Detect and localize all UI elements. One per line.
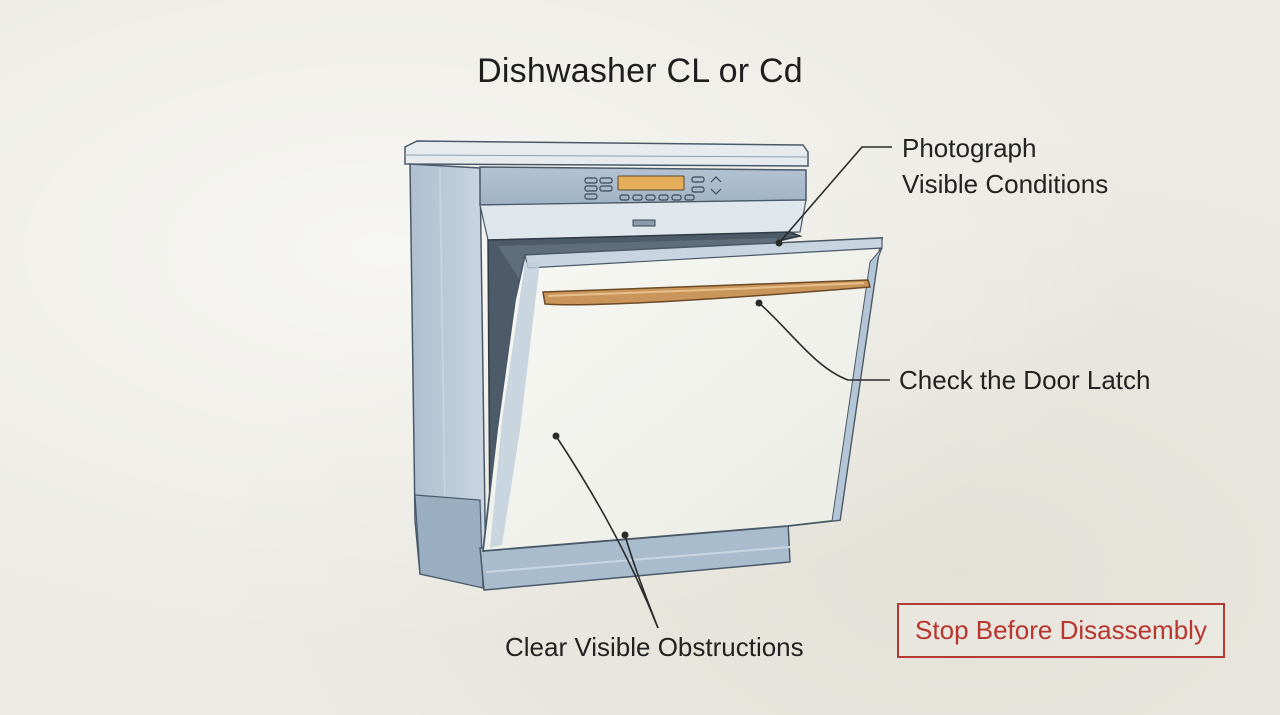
callout-line-door-latch: [758, 302, 890, 381]
callout-lines: [555, 146, 892, 629]
callout-photograph-label: Photograph Visible Conditions: [902, 130, 1108, 202]
callout-line-clear-obstructions: [555, 435, 659, 629]
callout-dot-door-center: [552, 432, 560, 440]
stop-warning-box: Stop Before Disassembly: [897, 603, 1225, 658]
callout-dot-photograph: [775, 239, 783, 247]
callout-door-latch-label: Check the Door Latch: [899, 365, 1151, 395]
callout-line-photograph: [778, 146, 892, 244]
callout-dot-kick-plate: [621, 531, 629, 539]
cabinet-body: [409, 163, 487, 589]
callout-dot-door-latch: [755, 299, 763, 307]
callout-photograph-line2: Visible Conditions: [902, 169, 1109, 199]
dishwasher-door: [481, 237, 884, 552]
control-panel: [479, 166, 807, 206]
countertop: [404, 140, 809, 167]
callout-photograph-line1: Photograph: [902, 133, 1037, 163]
callout-dots: [552, 239, 783, 539]
panel-buttons: [584, 176, 722, 201]
display-panel: [617, 175, 685, 191]
callout-clear-obstructions-label: Clear Visible Obstructions: [505, 632, 804, 662]
diagram-title: Dishwasher CL or Cd: [477, 52, 803, 90]
callout-line-kick: [624, 534, 659, 629]
door-handle: [542, 279, 871, 306]
